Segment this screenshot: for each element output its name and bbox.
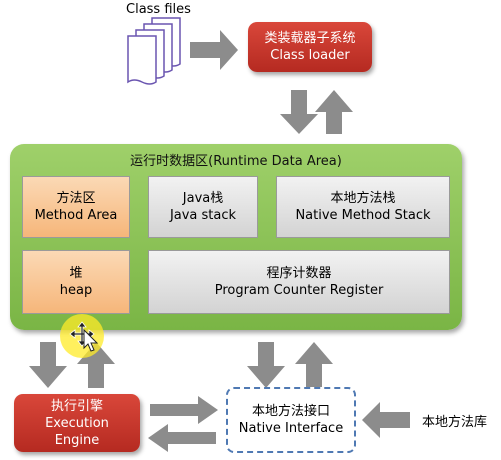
java-stack-cell: Java栈 Java stack [148,176,258,238]
pc-register-zh: 程序计数器 [266,266,332,281]
native-library-label: 本地方法库 [422,415,488,430]
arrow-native-to-engine [148,424,216,452]
class-files-icon [127,17,181,85]
arrow-classfiles-to-loader [190,30,238,70]
heap-zh: 堆 [69,266,83,281]
class-files-label: Class files [126,2,191,17]
arrow-native-down [247,342,285,388]
java-stack-en: Java stack [169,208,237,223]
method-area-cell: 方法区 Method Area [22,176,130,238]
execution-engine-zh: 执行引擎 [50,398,103,414]
heap-cell: 堆 heap [22,250,130,314]
native-method-stack-zh: 本地方法栈 [330,191,396,206]
native-interface-box: 本地方法接口 Native Interface [226,387,356,453]
class-loader-en: Class loader [270,48,350,63]
pc-register-en: Program Counter Register [214,283,384,298]
java-stack-zh: Java栈 [182,191,224,206]
arrow-loader-down [280,90,318,134]
arrow-engine-to-native [150,396,218,424]
class-loader-zh: 类装载器子系统 [264,31,356,46]
runtime-data-area-title: 运行时数据区(Runtime Data Area) [130,154,342,169]
method-area-en: Method Area [34,208,118,223]
pc-register-cell: 程序计数器 Program Counter Register [148,250,450,314]
native-interface-en: Native Interface [238,421,344,436]
native-method-stack-cell: 本地方法栈 Native Method Stack [276,176,450,238]
arrow-native-up [295,342,333,388]
native-interface-zh: 本地方法接口 [251,404,330,419]
class-loader-box: 类装载器子系统 Class loader [248,22,372,72]
execution-engine-en2: Engine [54,432,100,448]
arrow-loader-up [315,90,353,134]
method-area-zh: 方法区 [56,191,96,206]
execution-engine-box: 执行引擎 Execution Engine [14,394,140,452]
execution-engine-en1: Execution [45,415,109,431]
move-cursor-icon [69,321,95,347]
pointer-cursor-icon [83,328,99,352]
heap-en: heap [59,283,93,298]
native-method-stack-en: Native Method Stack [295,208,431,223]
arrow-engine-down [29,342,67,388]
runtime-data-area: 运行时数据区(Runtime Data Area) 方法区 Method Are… [10,144,462,330]
arrow-library-to-native [362,402,410,438]
